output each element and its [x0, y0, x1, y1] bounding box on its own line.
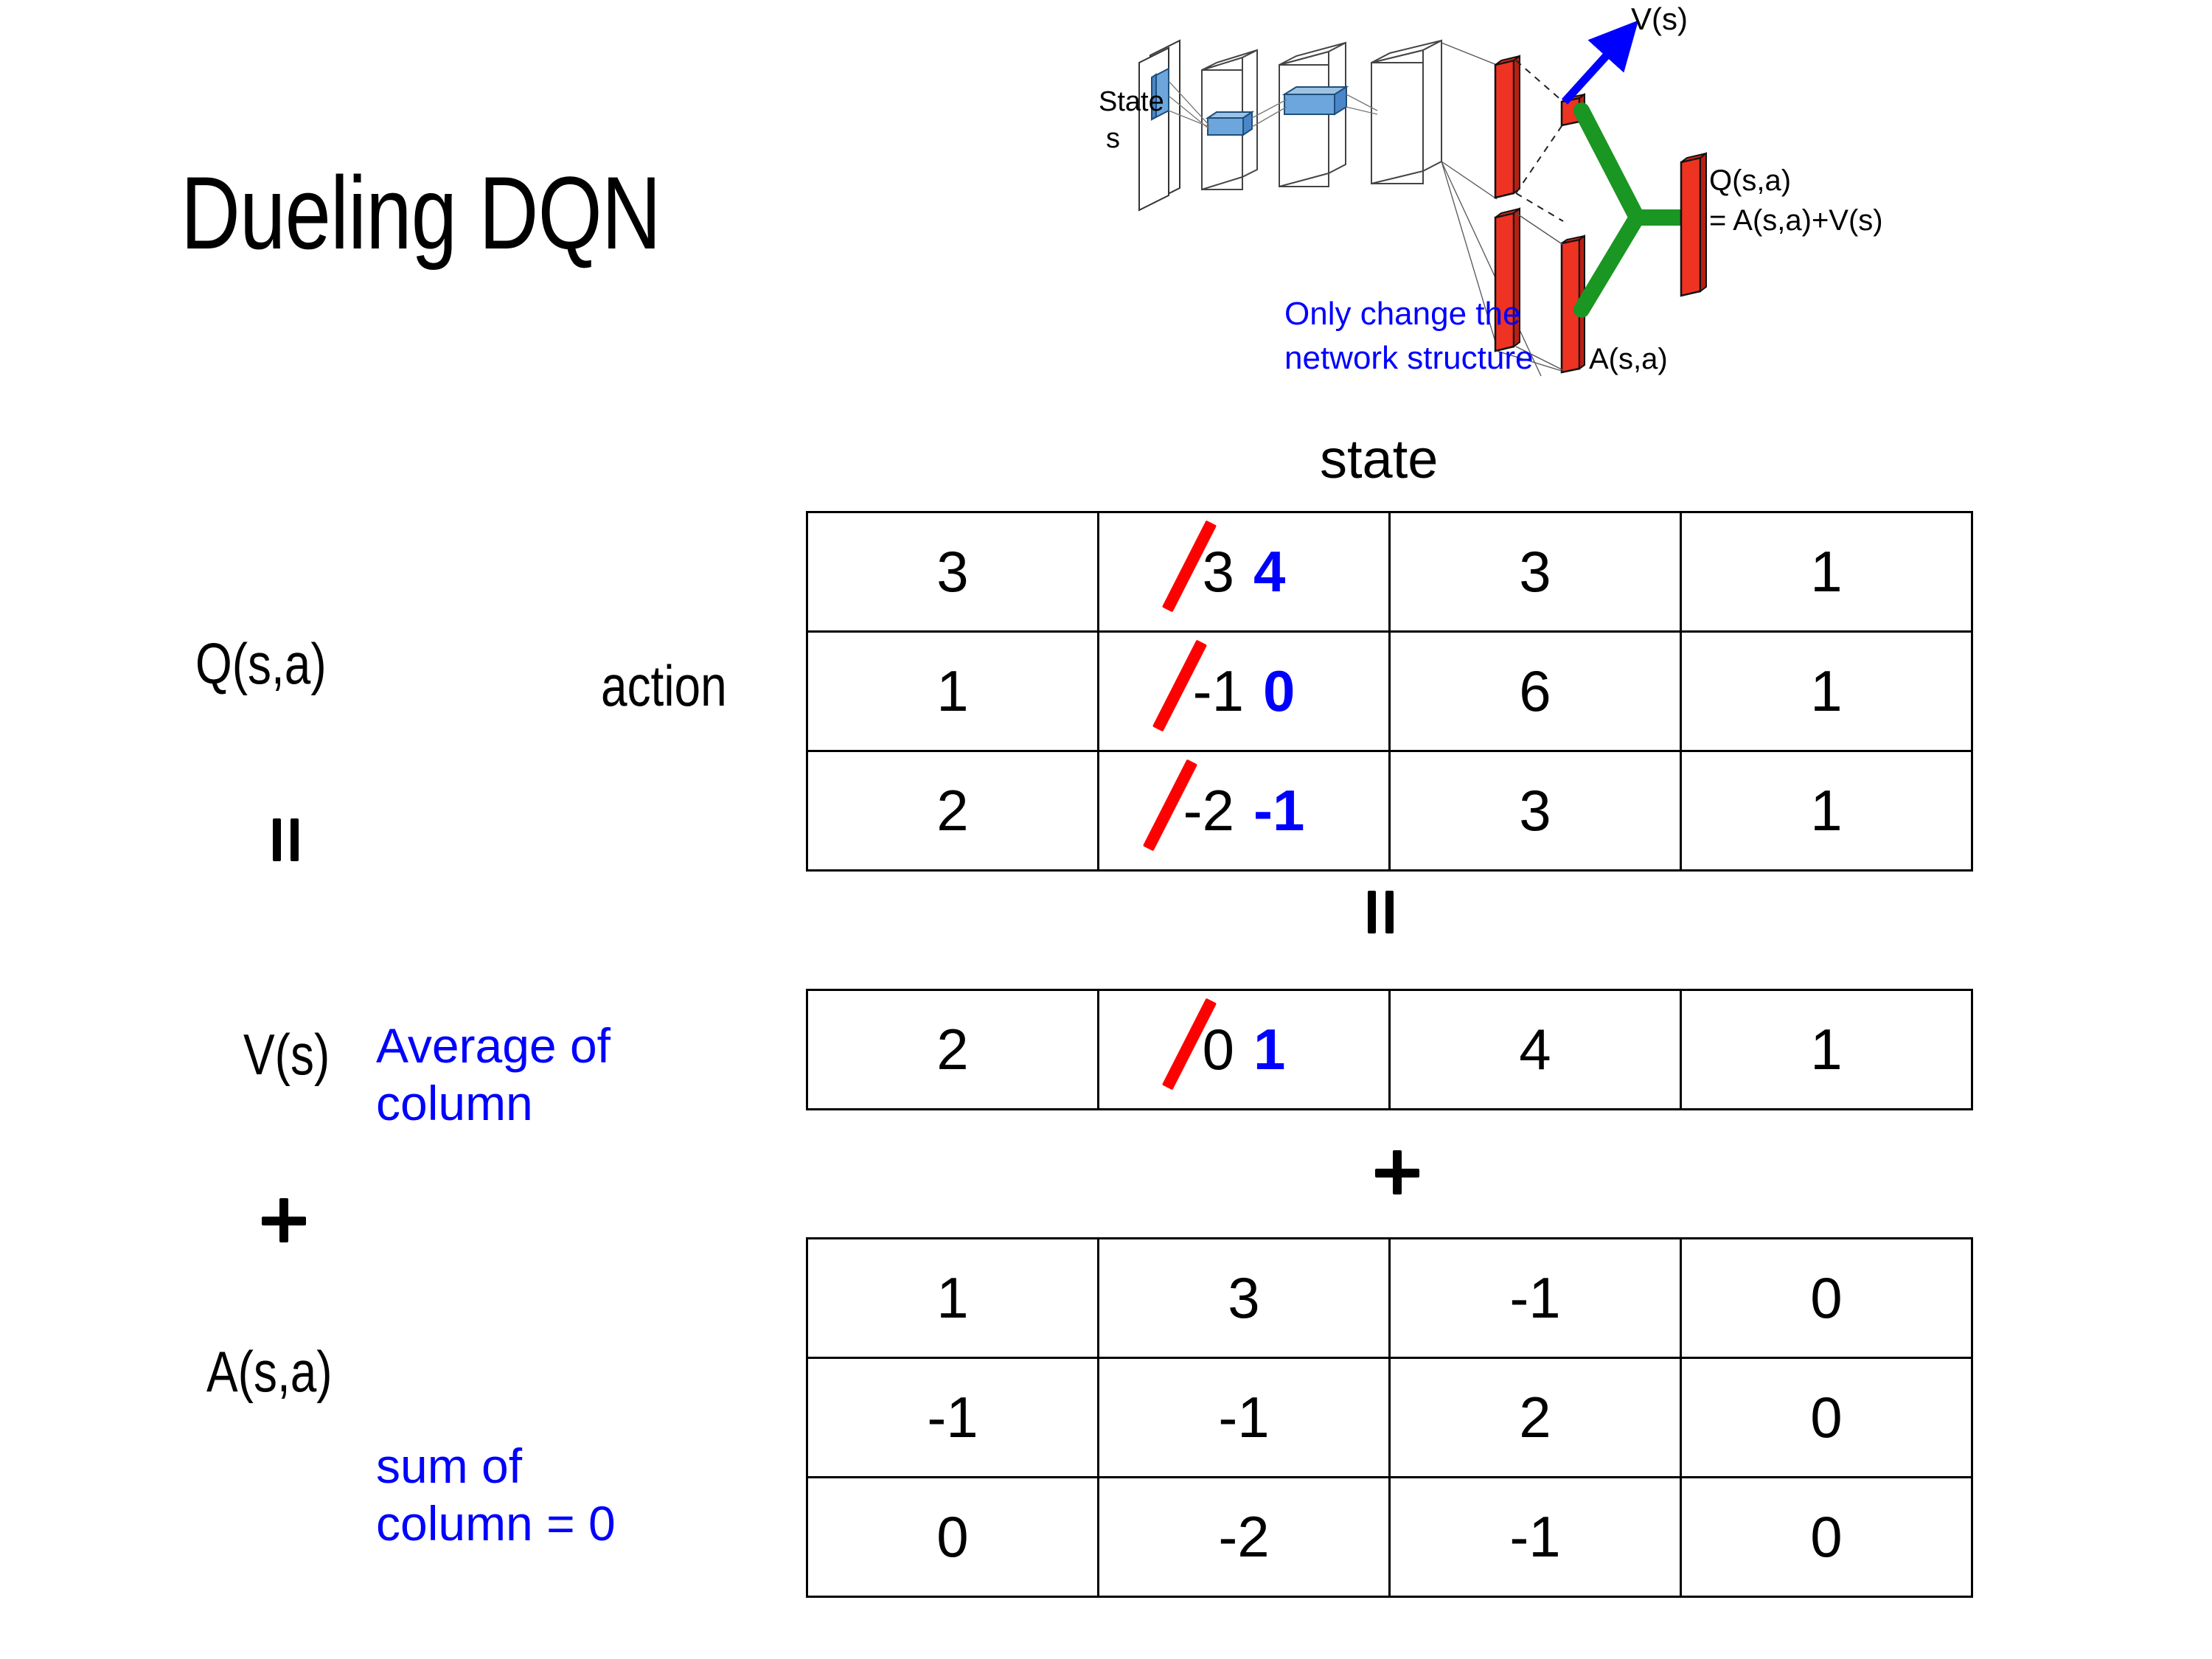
plus-sign-left — [262, 1198, 306, 1242]
struck-value: -2 — [1142, 759, 1234, 852]
table-cell: 0 — [1680, 1357, 1973, 1478]
table-cell: 1 — [806, 630, 1099, 752]
diagram-note-line2: network structure — [1284, 340, 1533, 376]
struck-value: 3 — [1161, 520, 1234, 613]
cell-value: 0 — [1810, 1385, 1843, 1450]
struck-value: 0 — [1161, 998, 1234, 1091]
table-cell: 2 — [806, 989, 1099, 1110]
diagram-q-formula: = A(s,a)+V(s) — [1709, 204, 1883, 237]
cell-value: 2 — [1519, 1385, 1551, 1450]
cell-value: 1 — [936, 1265, 969, 1330]
table-row: 1 3 -1 0 — [806, 1237, 1973, 1359]
strikethrough-mark — [1161, 520, 1217, 613]
a-function-label: A(s,a) — [206, 1339, 333, 1404]
cell-value: 0 — [936, 1504, 969, 1569]
cell-value: 0 — [1810, 1265, 1843, 1330]
diagram-state-sub: s — [1106, 123, 1120, 154]
table-cell: 2 — [806, 750, 1099, 872]
cell-value: -1 — [1509, 1504, 1561, 1569]
table-cell: 1 — [806, 1237, 1099, 1359]
strikethrough-mark — [1161, 998, 1217, 1091]
table-cell: 2 — [1388, 1357, 1682, 1478]
cell-value: -2 — [1218, 1504, 1270, 1569]
diagram-state-label: State — [1099, 86, 1164, 117]
table-cell: 0 — [806, 1476, 1099, 1598]
plus-sign-middle — [1375, 1150, 1419, 1194]
table-cell: 3 — [1097, 1237, 1391, 1359]
state-axis-label: state — [1320, 428, 1439, 490]
cell-value: 3 — [1228, 1265, 1260, 1330]
table-cell: 6 — [1388, 630, 1682, 752]
diagram-note-line1: Only change the — [1284, 296, 1520, 332]
table-cell: 3 — [1388, 750, 1682, 872]
table-row: 0 -2 -1 0 — [806, 1476, 1973, 1598]
edited-cell: -2 -1 — [1100, 759, 1388, 852]
table-cell: 4 — [1388, 989, 1682, 1110]
table-cell: 0 — [1680, 1476, 1973, 1598]
updated-value: 4 — [1253, 539, 1286, 604]
equals-sign-left — [273, 818, 307, 861]
v-function-label: V(s) — [243, 1022, 330, 1087]
table-cell: -1 — [806, 1357, 1099, 1478]
edited-cell: -1 0 — [1100, 639, 1388, 732]
table-cell: 3 — [1388, 511, 1682, 633]
cell-value: 6 — [1519, 658, 1551, 723]
table-cell: -1 — [1388, 1237, 1682, 1359]
table-cell: -2 -1 — [1097, 750, 1391, 872]
cell-value: 0 — [1810, 1504, 1843, 1569]
cell-value: 2 — [936, 1017, 969, 1082]
table-cell: 1 — [1680, 511, 1973, 633]
dueling-network-diagram: State s V(s) Q(s,a) = A(s,a)+V(s) A(s,a)… — [1099, 0, 2212, 413]
q-function-label: Q(s,a) — [195, 631, 327, 696]
updated-value: 0 — [1262, 658, 1295, 723]
table-cell: 0 — [1680, 1237, 1973, 1359]
cell-value: 3 — [1519, 778, 1551, 843]
table-cell: -1 0 — [1097, 630, 1391, 752]
cell-value: 1 — [1810, 778, 1843, 843]
strikethrough-mark — [1142, 759, 1197, 852]
cell-value: 4 — [1519, 1017, 1551, 1082]
cell-value: 1 — [1810, 658, 1843, 723]
table-row: 2 -2 -1 3 1 — [806, 750, 1973, 872]
cell-value: 1 — [1810, 539, 1843, 604]
diagram-a-label: A(s,a) — [1589, 343, 1668, 375]
equals-sign-middle — [1368, 891, 1402, 933]
cell-value: 1 — [1810, 1017, 1843, 1082]
table-row: -1 -1 2 0 — [806, 1357, 1973, 1478]
sum-of-column-note: sum of column = 0 — [376, 1439, 616, 1551]
strikethrough-mark — [1152, 639, 1207, 732]
updated-value: -1 — [1253, 778, 1305, 843]
table-cell: -1 — [1097, 1357, 1391, 1478]
table-cell: 1 — [1680, 989, 1973, 1110]
table-row: 1 -1 0 6 1 — [806, 630, 1973, 752]
table-cell: -2 — [1097, 1476, 1391, 1598]
diagram-q-label: Q(s,a) — [1709, 164, 1791, 197]
table-cell: -1 — [1388, 1476, 1682, 1598]
struck-value: -1 — [1152, 639, 1244, 732]
cell-value: -1 — [1509, 1265, 1561, 1330]
cell-value: 1 — [936, 658, 969, 723]
page-title: Dueling DQN — [181, 155, 661, 271]
cell-value: 3 — [1519, 539, 1551, 604]
diagram-v-label: V(s) — [1631, 1, 1688, 36]
a-value-table: 1 3 -1 0 -1 -1 2 0 0 -2 -1 0 — [806, 1237, 1973, 1598]
cell-value: 2 — [936, 778, 969, 843]
average-of-column-note: Average of column — [376, 1018, 611, 1130]
table-cell: 1 — [1680, 630, 1973, 752]
cell-value: -1 — [927, 1385, 978, 1450]
table-cell: 1 — [1680, 750, 1973, 872]
cell-value: 3 — [936, 539, 969, 604]
updated-value: 1 — [1253, 1017, 1286, 1082]
action-axis-label: action — [601, 653, 727, 718]
cell-value: -1 — [1218, 1385, 1270, 1450]
table-cell: 3 — [806, 511, 1099, 633]
